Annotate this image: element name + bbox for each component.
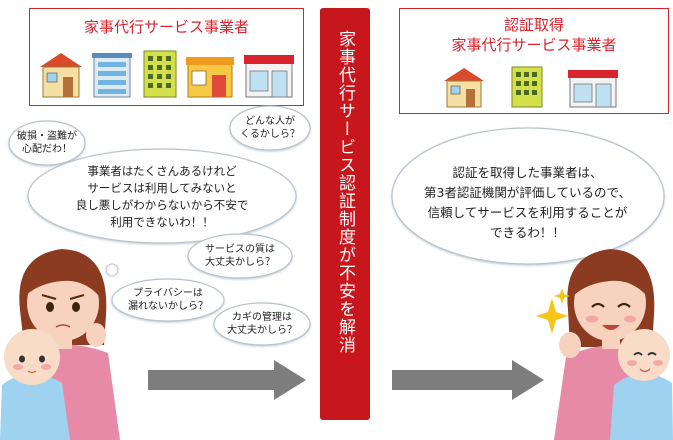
certified-buildings (444, 66, 618, 108)
arrow-right-icon (392, 360, 544, 400)
certified-panel: 認証取得 家事代行サービス事業者 (399, 8, 669, 114)
cloud-privacy (111, 278, 225, 322)
worry-main-line1: 事業者はたくさんあるけれど (87, 164, 237, 178)
apartment-icon (92, 53, 132, 98)
worry-quality-line1: サービスの質は (205, 244, 275, 255)
worry-damage-line2: 心配だわ！ (22, 144, 72, 155)
house-icon (444, 68, 484, 108)
worry-person-line2: くるかしら？ (240, 129, 300, 140)
certified-panel-title-line1: 認証取得 (503, 16, 564, 34)
relief-line1: 認証を取得した事業者は、 (452, 165, 603, 180)
center-banner: 家事代行サービス認証制度が不安を解消 (320, 8, 370, 420)
worry-main-line3: 良し悪しがわからないから不安で (75, 198, 249, 212)
house-icon (40, 53, 82, 98)
storefront-icon (244, 55, 294, 98)
provider-buildings (40, 50, 294, 98)
worry-quality-line2: 大丈夫かしら？ (205, 257, 275, 268)
provider-panel: 家事代行サービス事業者 (29, 8, 304, 106)
shop-icon (186, 57, 234, 98)
worry-privacy-line1: プライバシーは (133, 288, 203, 299)
relief-line4: できるわ！！ (490, 225, 565, 240)
office-building-icon (511, 66, 543, 108)
cloud-person (229, 105, 311, 151)
sparkle-icon (536, 298, 568, 334)
worry-clouds (8, 105, 311, 346)
provider-panel-title: 家事代行サービス事業者 (83, 18, 249, 36)
sparkle-icon (554, 288, 570, 304)
center-banner-text: 家事代行サービス認証制度が不安を解消 (335, 30, 355, 354)
storefront-icon (568, 70, 618, 108)
worry-main-line2: サービスは利用してみないと (87, 181, 237, 195)
cloud-key (213, 302, 311, 346)
certified-panel-title-line2: 家事代行サービス事業者 (451, 36, 617, 54)
worry-damage-line1: 破損・盗難が (17, 131, 77, 142)
cloud-main (27, 148, 297, 244)
office-building-icon (143, 50, 177, 98)
relief-line2: 第3者認証機関が評価しているので、 (423, 185, 632, 200)
cloud-quality (187, 233, 293, 279)
worry-privacy-line2: 漏れないかしら？ (128, 301, 208, 312)
worry-key-line1: カギの管理は (232, 312, 292, 323)
worry-key-line2: 大丈夫かしら？ (227, 325, 297, 336)
worry-person-line1: どんな人が (245, 116, 295, 127)
relieved-mother-illustration (554, 249, 673, 440)
relief-line3: 信頼してサービスを利用することが (427, 205, 628, 220)
worried-mother-illustration (0, 249, 120, 440)
worry-main-line4: 利用できないわ！！ (110, 215, 214, 229)
cloud-damage (8, 120, 86, 166)
arrow-right-icon (148, 360, 306, 400)
